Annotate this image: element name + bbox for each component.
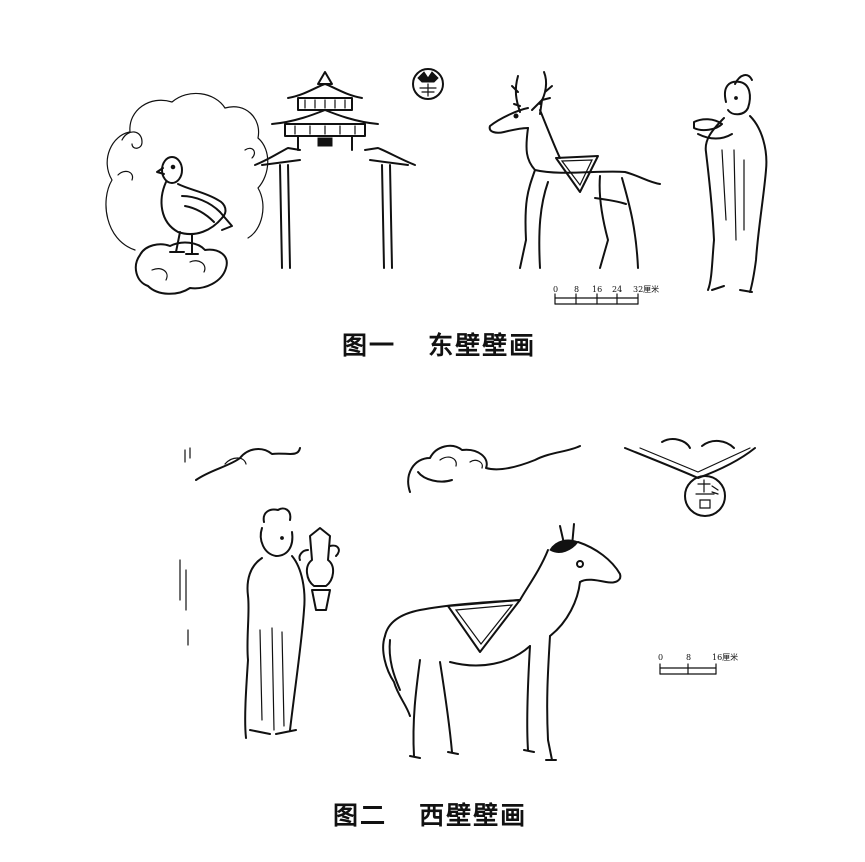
deer-drawing [488,71,661,269]
west-wall-drawing: 0 8 16厘米 [179,438,756,761]
scale-tick-east-2: 16 [592,285,602,294]
horse-drawing [382,523,622,761]
pavilion-gate-drawing [254,71,416,269]
servant-with-dish-drawing [693,74,768,293]
scale-tick-west-1: 8 [686,653,691,662]
figure-east-wall: 0 8 16 24 32厘米 图一 东壁壁画 [0,0,865,400]
medallion-seal-east [412,68,444,100]
east-wall-drawing: 0 8 16 24 32厘米 [105,68,768,305]
scale-tick-east-4: 32厘米 [633,284,659,294]
bird-on-cloud-drawing [105,92,269,295]
cloud-band-drawing [184,438,756,493]
servant-with-ewer-drawing [179,507,340,739]
caption-east-wall: 图一 东壁壁画 [342,331,537,360]
scale-tick-east-3: 24 [612,285,622,294]
figure-west-wall: 0 8 16厘米 图二 西壁壁画 [0,400,865,862]
scale-bar-west: 0 8 16厘米 [658,652,738,675]
scale-tick-west-0: 0 [658,653,663,662]
scale-bar-east: 0 8 16 24 32厘米 [553,284,659,305]
medallion-seal-west [684,475,726,517]
scale-tick-west-2: 16厘米 [712,652,738,662]
scale-tick-east-1: 8 [574,285,579,294]
scale-tick-east-0: 0 [553,285,558,294]
caption-west-wall: 图二 西壁壁画 [333,801,528,830]
